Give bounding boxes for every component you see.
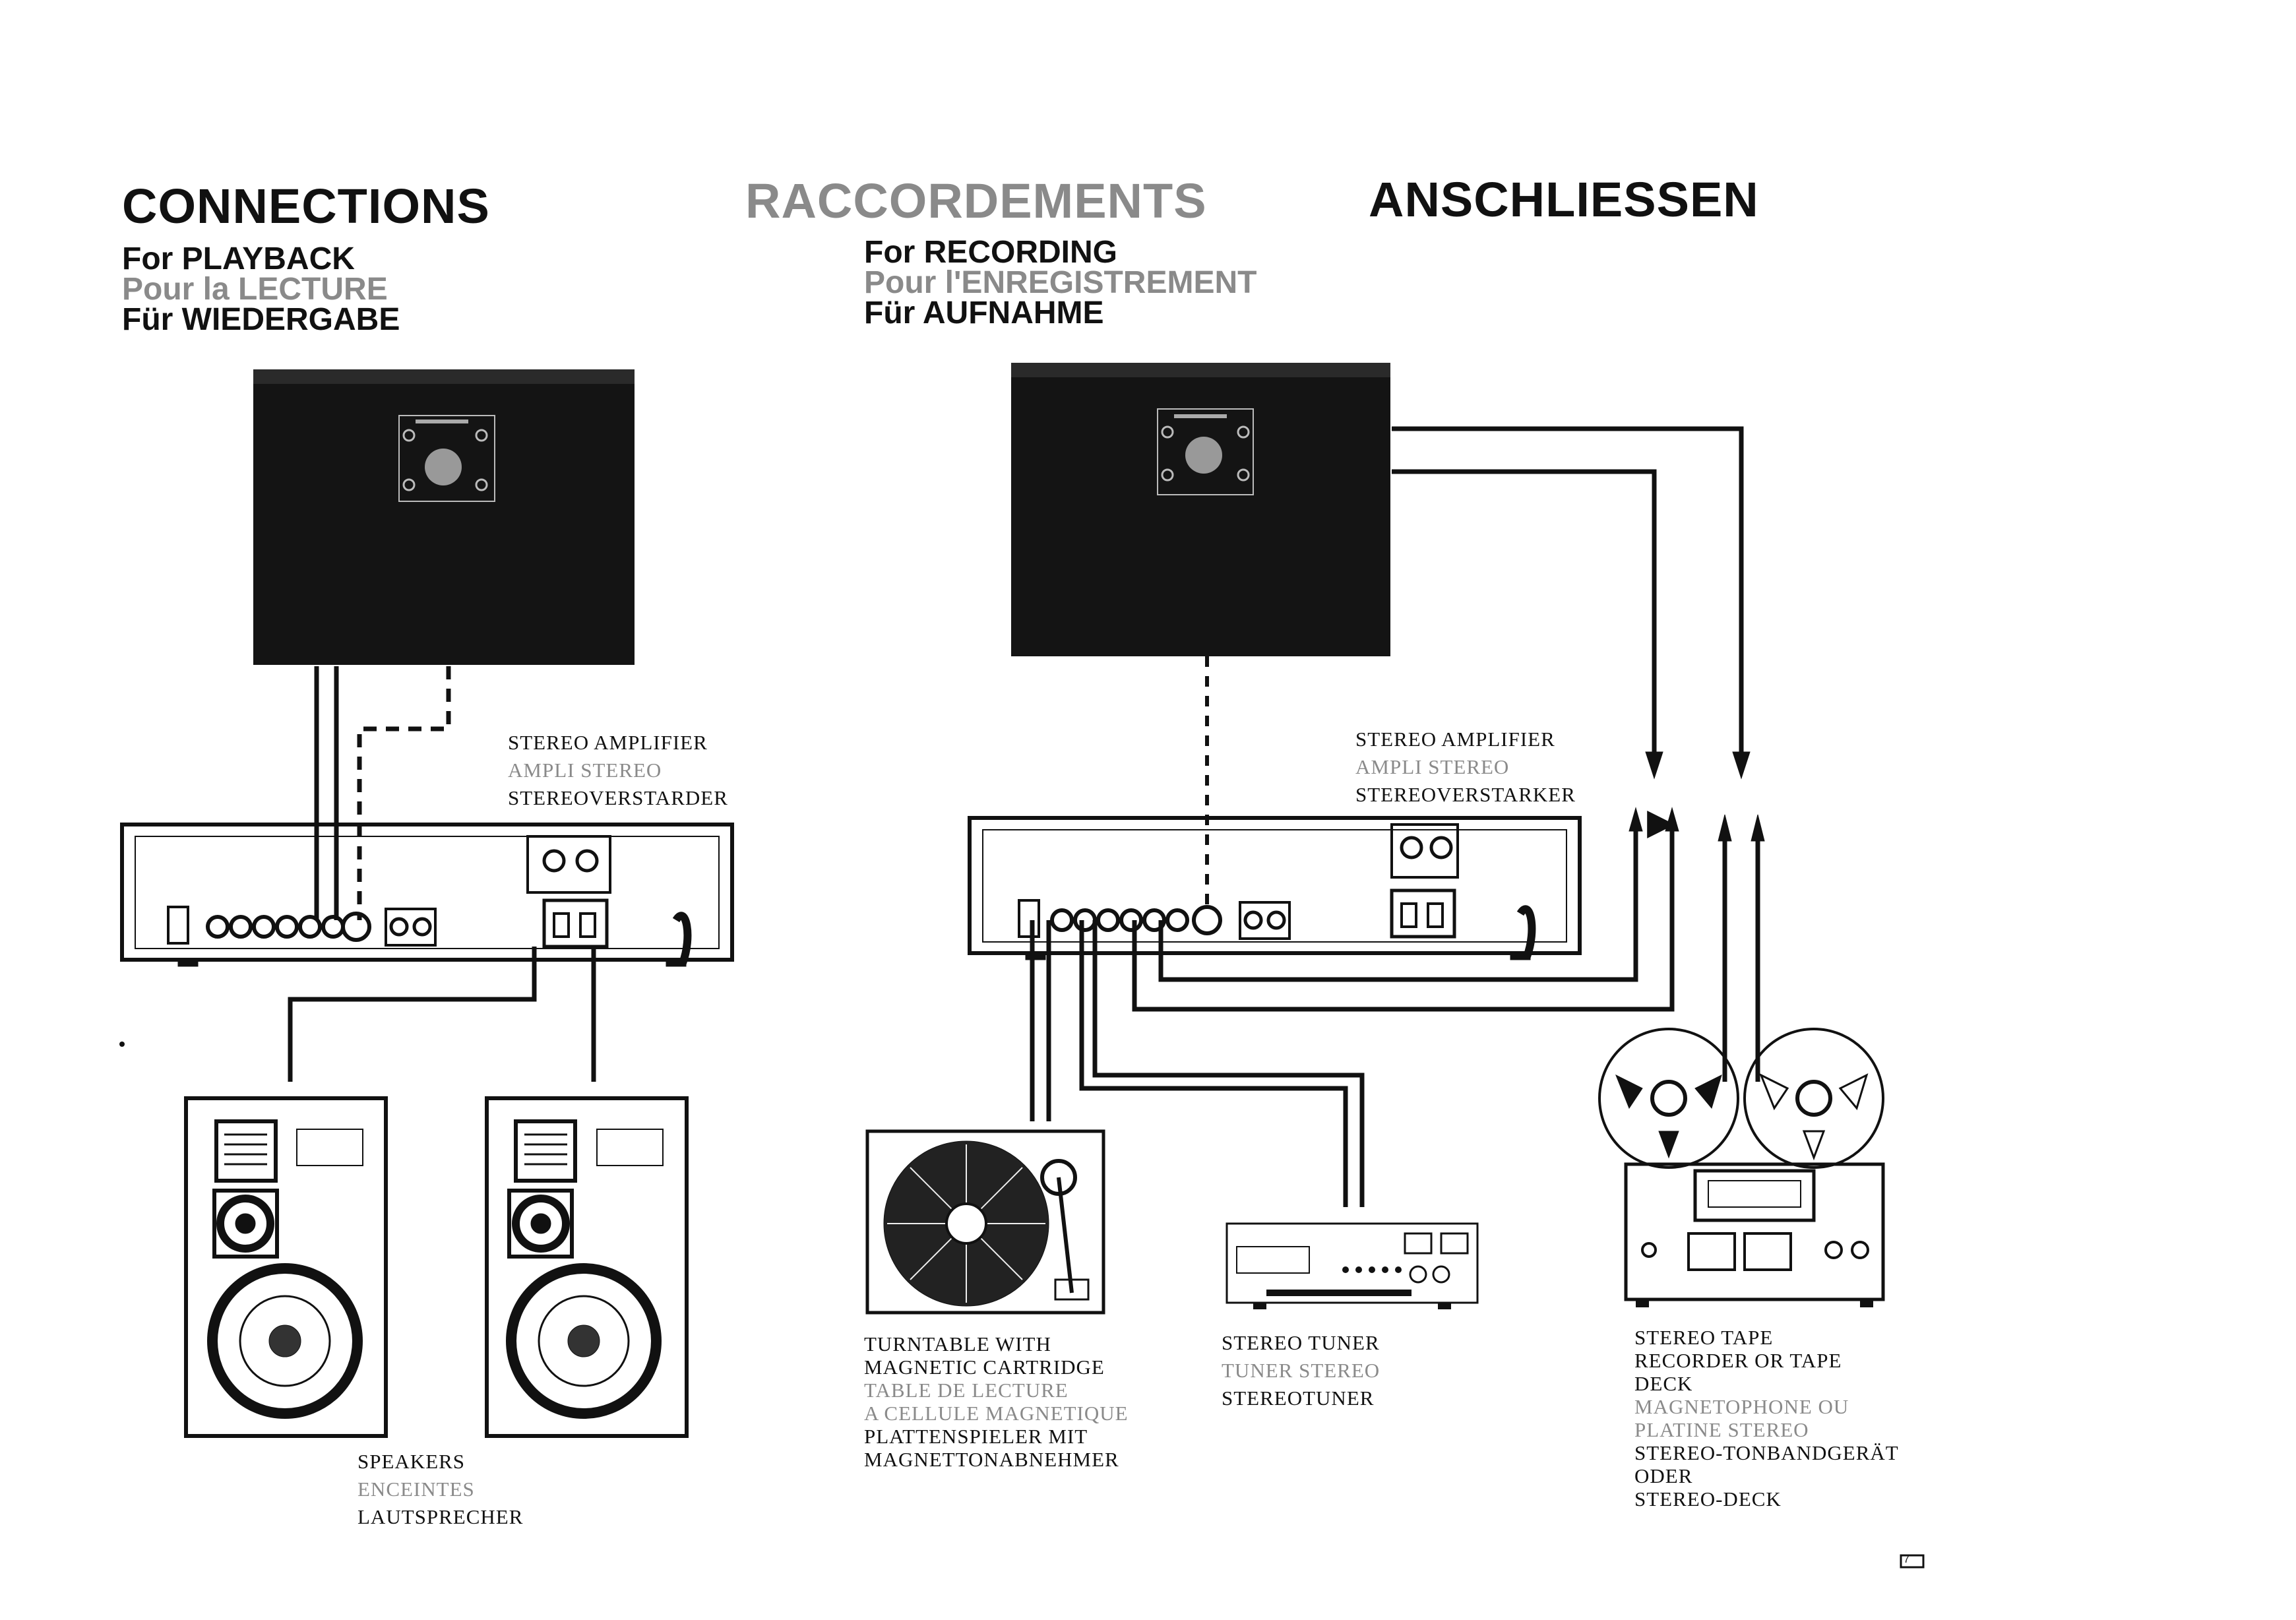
recording-label-fr: Pour l'ENREGISTREMENT — [864, 268, 1257, 298]
unit-rear-panel-recording — [1011, 363, 1390, 656]
heading-connections: CONNECTIONS — [122, 178, 490, 234]
unit-rear-panel-playback — [253, 369, 635, 665]
tape-label: STEREO TAPE RECORDER OR TAPE DECK MAGNET… — [1634, 1326, 1899, 1511]
tape-deck — [1599, 1029, 1883, 1307]
heading-anschliessen: ANSCHLIESSEN — [1369, 171, 1759, 228]
playback-label-de: Für WIEDERGABE — [122, 305, 400, 335]
tuner-label: STEREO TUNER TUNER STEREO STEREOTUNER — [1222, 1329, 1380, 1412]
amplifier-left-label: STEREO AMPLIFIER AMPLI STEREO STEREOVERS… — [508, 729, 728, 812]
amplifier-right-label: STEREO AMPLIFIER AMPLI STEREO STEREOVERS… — [1355, 726, 1576, 809]
playback-label-en: For PLAYBACK — [122, 244, 355, 274]
recording-label-en: For RECORDING — [864, 237, 1117, 268]
playback-label-fr: Pour la LECTURE — [122, 274, 388, 305]
stereo-amplifier-left — [122, 825, 732, 966]
recording-label-de: Für AUFNAHME — [864, 298, 1104, 328]
heading-raccordements: RACCORDEMENTS — [745, 173, 1207, 229]
speaker-left — [186, 1098, 386, 1436]
stereo-amplifier-right — [970, 818, 1580, 960]
speakers-label: SPEAKERS ENCEINTES LAUTSPRECHER — [357, 1448, 523, 1531]
speaker-right — [487, 1098, 687, 1436]
turntable — [867, 1131, 1103, 1313]
turntable-label: TURNTABLE WITH MAGNETIC CARTRIDGE TABLE … — [864, 1332, 1129, 1471]
page-number: 7 — [1904, 1554, 1909, 1566]
stereo-tuner — [1227, 1224, 1477, 1309]
